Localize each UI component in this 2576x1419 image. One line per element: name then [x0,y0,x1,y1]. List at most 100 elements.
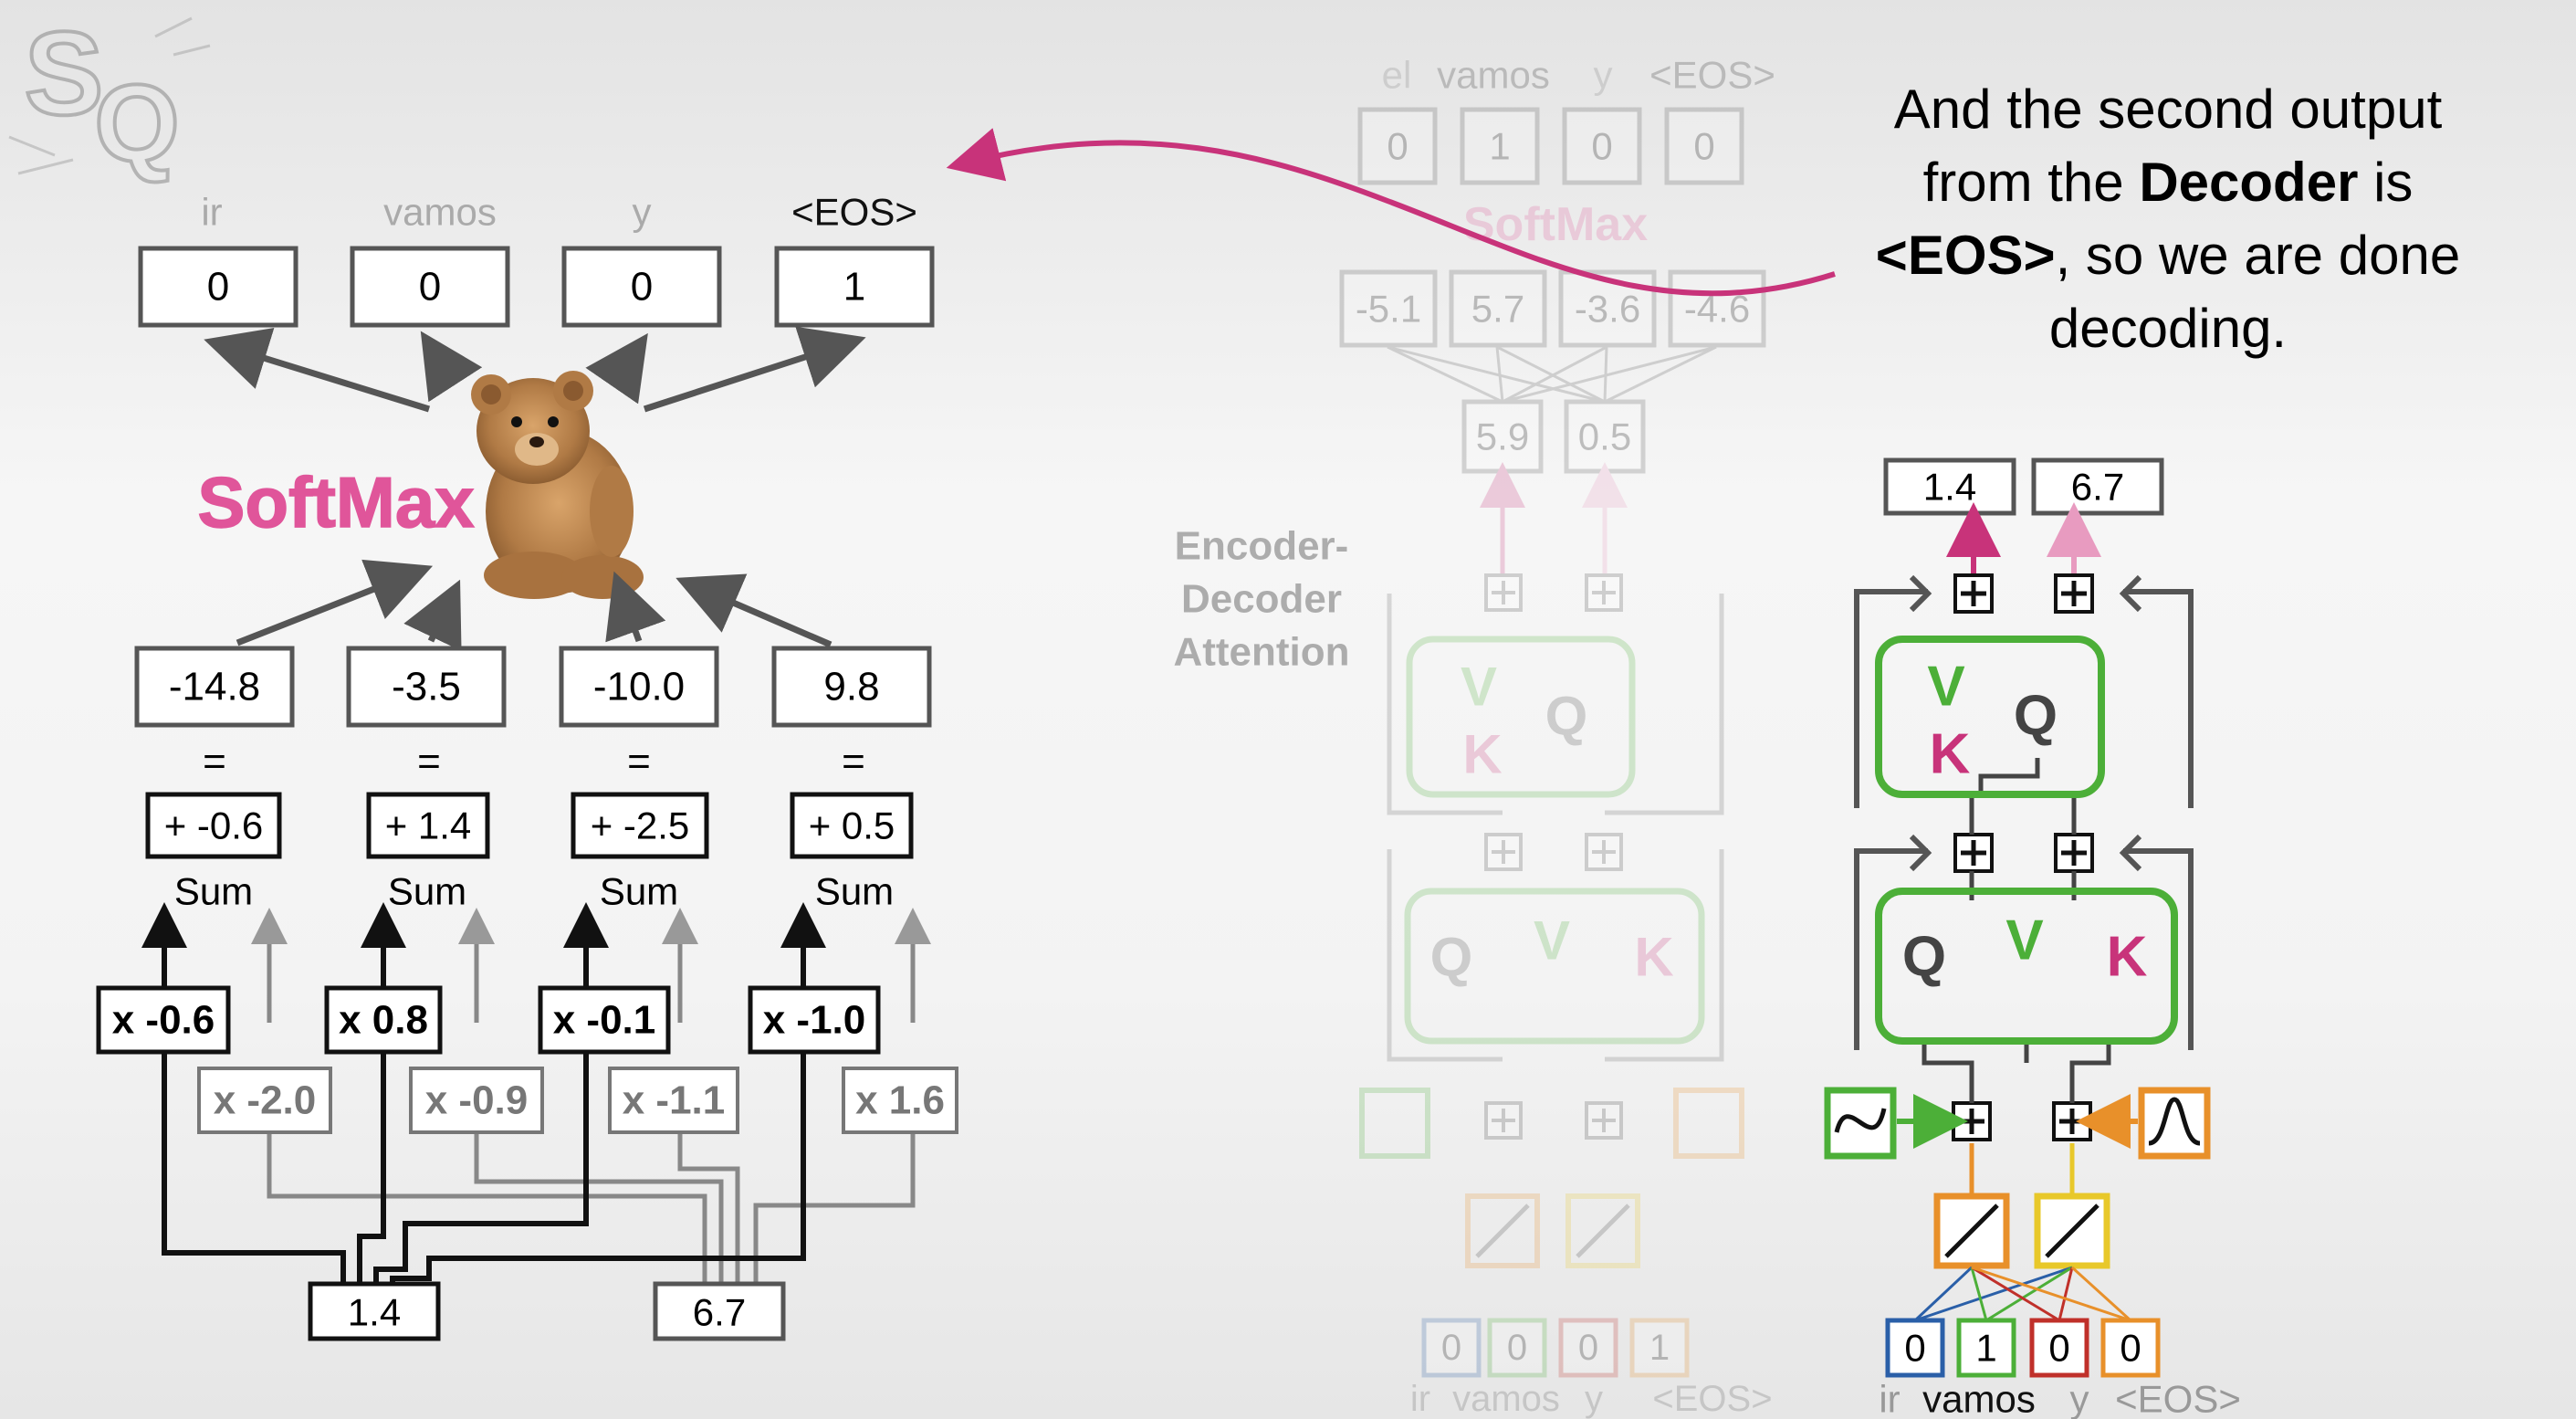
input-token-value: 0 [2120,1327,2141,1370]
svg-text:V: V [2005,909,2043,972]
weights-bottom-row: x -2.0 x -0.9 x -1.1 x 1.6 [197,1067,958,1134]
caption: And the second output from the Decoder i… [1812,73,2524,365]
svg-text:Sum: Sum [815,870,894,913]
svg-text:y: y [2070,1378,2089,1419]
weight-value: x 0.8 [339,998,428,1043]
linear-icon [1933,1193,2010,1269]
svg-text:y: y [1585,1379,1603,1419]
sine-icon [2138,1087,2211,1160]
svg-text:0: 0 [1693,125,1714,168]
caption-line: from the Decoder is [1922,152,2414,213]
svg-text:K: K [1930,723,1971,786]
weight-value: x -0.6 [112,998,215,1043]
svg-text:el: el [1382,54,1412,97]
svg-text:Sum: Sum [600,870,678,913]
teddy-bear-image [471,371,644,599]
decoder-output-value: 6.7 [2071,466,2124,509]
softmax-output-value: 1 [843,265,865,310]
left-token-label: vamos [383,191,497,234]
svg-text:5.7: 5.7 [1471,288,1524,331]
sum-value: 9.8 [823,665,879,710]
softmax-label: SoftMax [197,462,474,542]
svg-text:Q: Q [94,62,179,184]
svg-text:=: = [842,740,865,784]
bias-value: + 0.5 [809,804,895,847]
svg-text:K: K [1462,724,1502,785]
svg-text:1: 1 [1649,1328,1670,1368]
svg-text:=: = [203,740,226,784]
svg-text:V: V [1927,656,1964,719]
svg-text:0: 0 [1441,1328,1461,1368]
caption-line: decoding. [2048,298,2288,359]
encoder-decoder-attention-label: Encoder- Decoder Attention [1173,524,1349,675]
svg-text:Q: Q [2014,685,2058,748]
left-token-label: ir [201,191,222,234]
input-token-value: 0 [1904,1327,1925,1370]
svg-text:ir: ir [1879,1378,1900,1419]
pointer-arrow [946,128,1836,297]
sum-labels: Sum Sum Sum Sum [174,870,894,913]
svg-text:0: 0 [1578,1328,1598,1368]
weights-top-row: x -0.6 x 0.8 x -0.1 x -1.0 [96,985,881,1055]
sum-value: -14.8 [169,665,260,710]
bias-value: + -0.6 [164,804,264,847]
svg-text:-3.6: -3.6 [1575,288,1640,331]
svg-text:=: = [627,740,651,784]
svg-text:K: K [1634,927,1673,988]
left-sum-values: -14.8 -3.5 -10.0 9.8 [134,646,932,728]
svg-text:<EOS>: <EOS> [1649,54,1775,97]
svg-text:5.9: 5.9 [1476,415,1529,458]
svg-text:1: 1 [1489,125,1510,168]
linear-icon [2034,1193,2110,1269]
input-value: 1.4 [348,1291,401,1334]
left-token-label: y [633,191,652,234]
weight-value: x -1.1 [623,1078,726,1123]
svg-text:0.5: 0.5 [1578,415,1631,458]
svg-text:0: 0 [1387,125,1408,168]
svg-text:0: 0 [1591,125,1612,168]
sine-icon [1824,1087,1897,1160]
input-token-value: 0 [2048,1327,2069,1370]
svg-text:K: K [2107,926,2148,989]
left-token-labels: ir vamos y <EOS> [201,191,917,234]
active-decoder: 1.4 6.7 [1824,457,2241,1419]
weight-value: x 1.6 [855,1078,945,1123]
svg-text:S: S [25,6,104,140]
sum-value: -10.0 [593,665,685,710]
svg-text:=: = [417,740,441,784]
softmax-output-value: 0 [207,265,229,310]
sum-value: -3.5 [392,665,461,710]
softmax-output-value: 0 [419,265,441,310]
softmax-output-value: 0 [631,265,653,310]
bias-value: + -2.5 [591,804,690,847]
softmax-input-arrows [236,559,832,651]
caption-line: <EOS>, so we are done [1875,225,2461,286]
svg-text:Q: Q [1430,927,1473,988]
svg-text:0: 0 [1507,1328,1527,1368]
svg-text:V: V [1461,657,1497,718]
bias-value: + 1.4 [385,804,472,847]
svg-text:Q: Q [1902,926,1946,989]
svg-text:ir: ir [1410,1379,1430,1419]
input-value: 6.7 [693,1291,746,1334]
caption-line: And the second output [1893,79,2443,140]
input-token-value: 1 [1975,1327,1996,1370]
statquest-logo: S Q [8,5,211,186]
svg-text:Q: Q [1545,686,1588,747]
left-softmax-outputs: 0 0 0 1 [138,246,935,328]
svg-text:Sum: Sum [174,870,253,913]
left-inputs: 1.4 6.7 [308,1281,786,1341]
svg-text:V: V [1534,910,1570,972]
svg-text:y: y [1594,54,1613,97]
svg-text:Sum: Sum [388,870,466,913]
svg-text:<EOS>: <EOS> [1652,1379,1772,1419]
svg-text:Encoder-: Encoder- [1175,524,1349,569]
svg-text:-5.1: -5.1 [1356,288,1421,331]
weight-value: x -1.0 [763,998,866,1043]
svg-text:vamos: vamos [1452,1379,1560,1419]
svg-text:Decoder: Decoder [1181,577,1342,622]
left-token-label: <EOS> [791,191,917,234]
weight-value: x -0.9 [425,1078,529,1123]
softmax-output-arrows [204,326,866,413]
